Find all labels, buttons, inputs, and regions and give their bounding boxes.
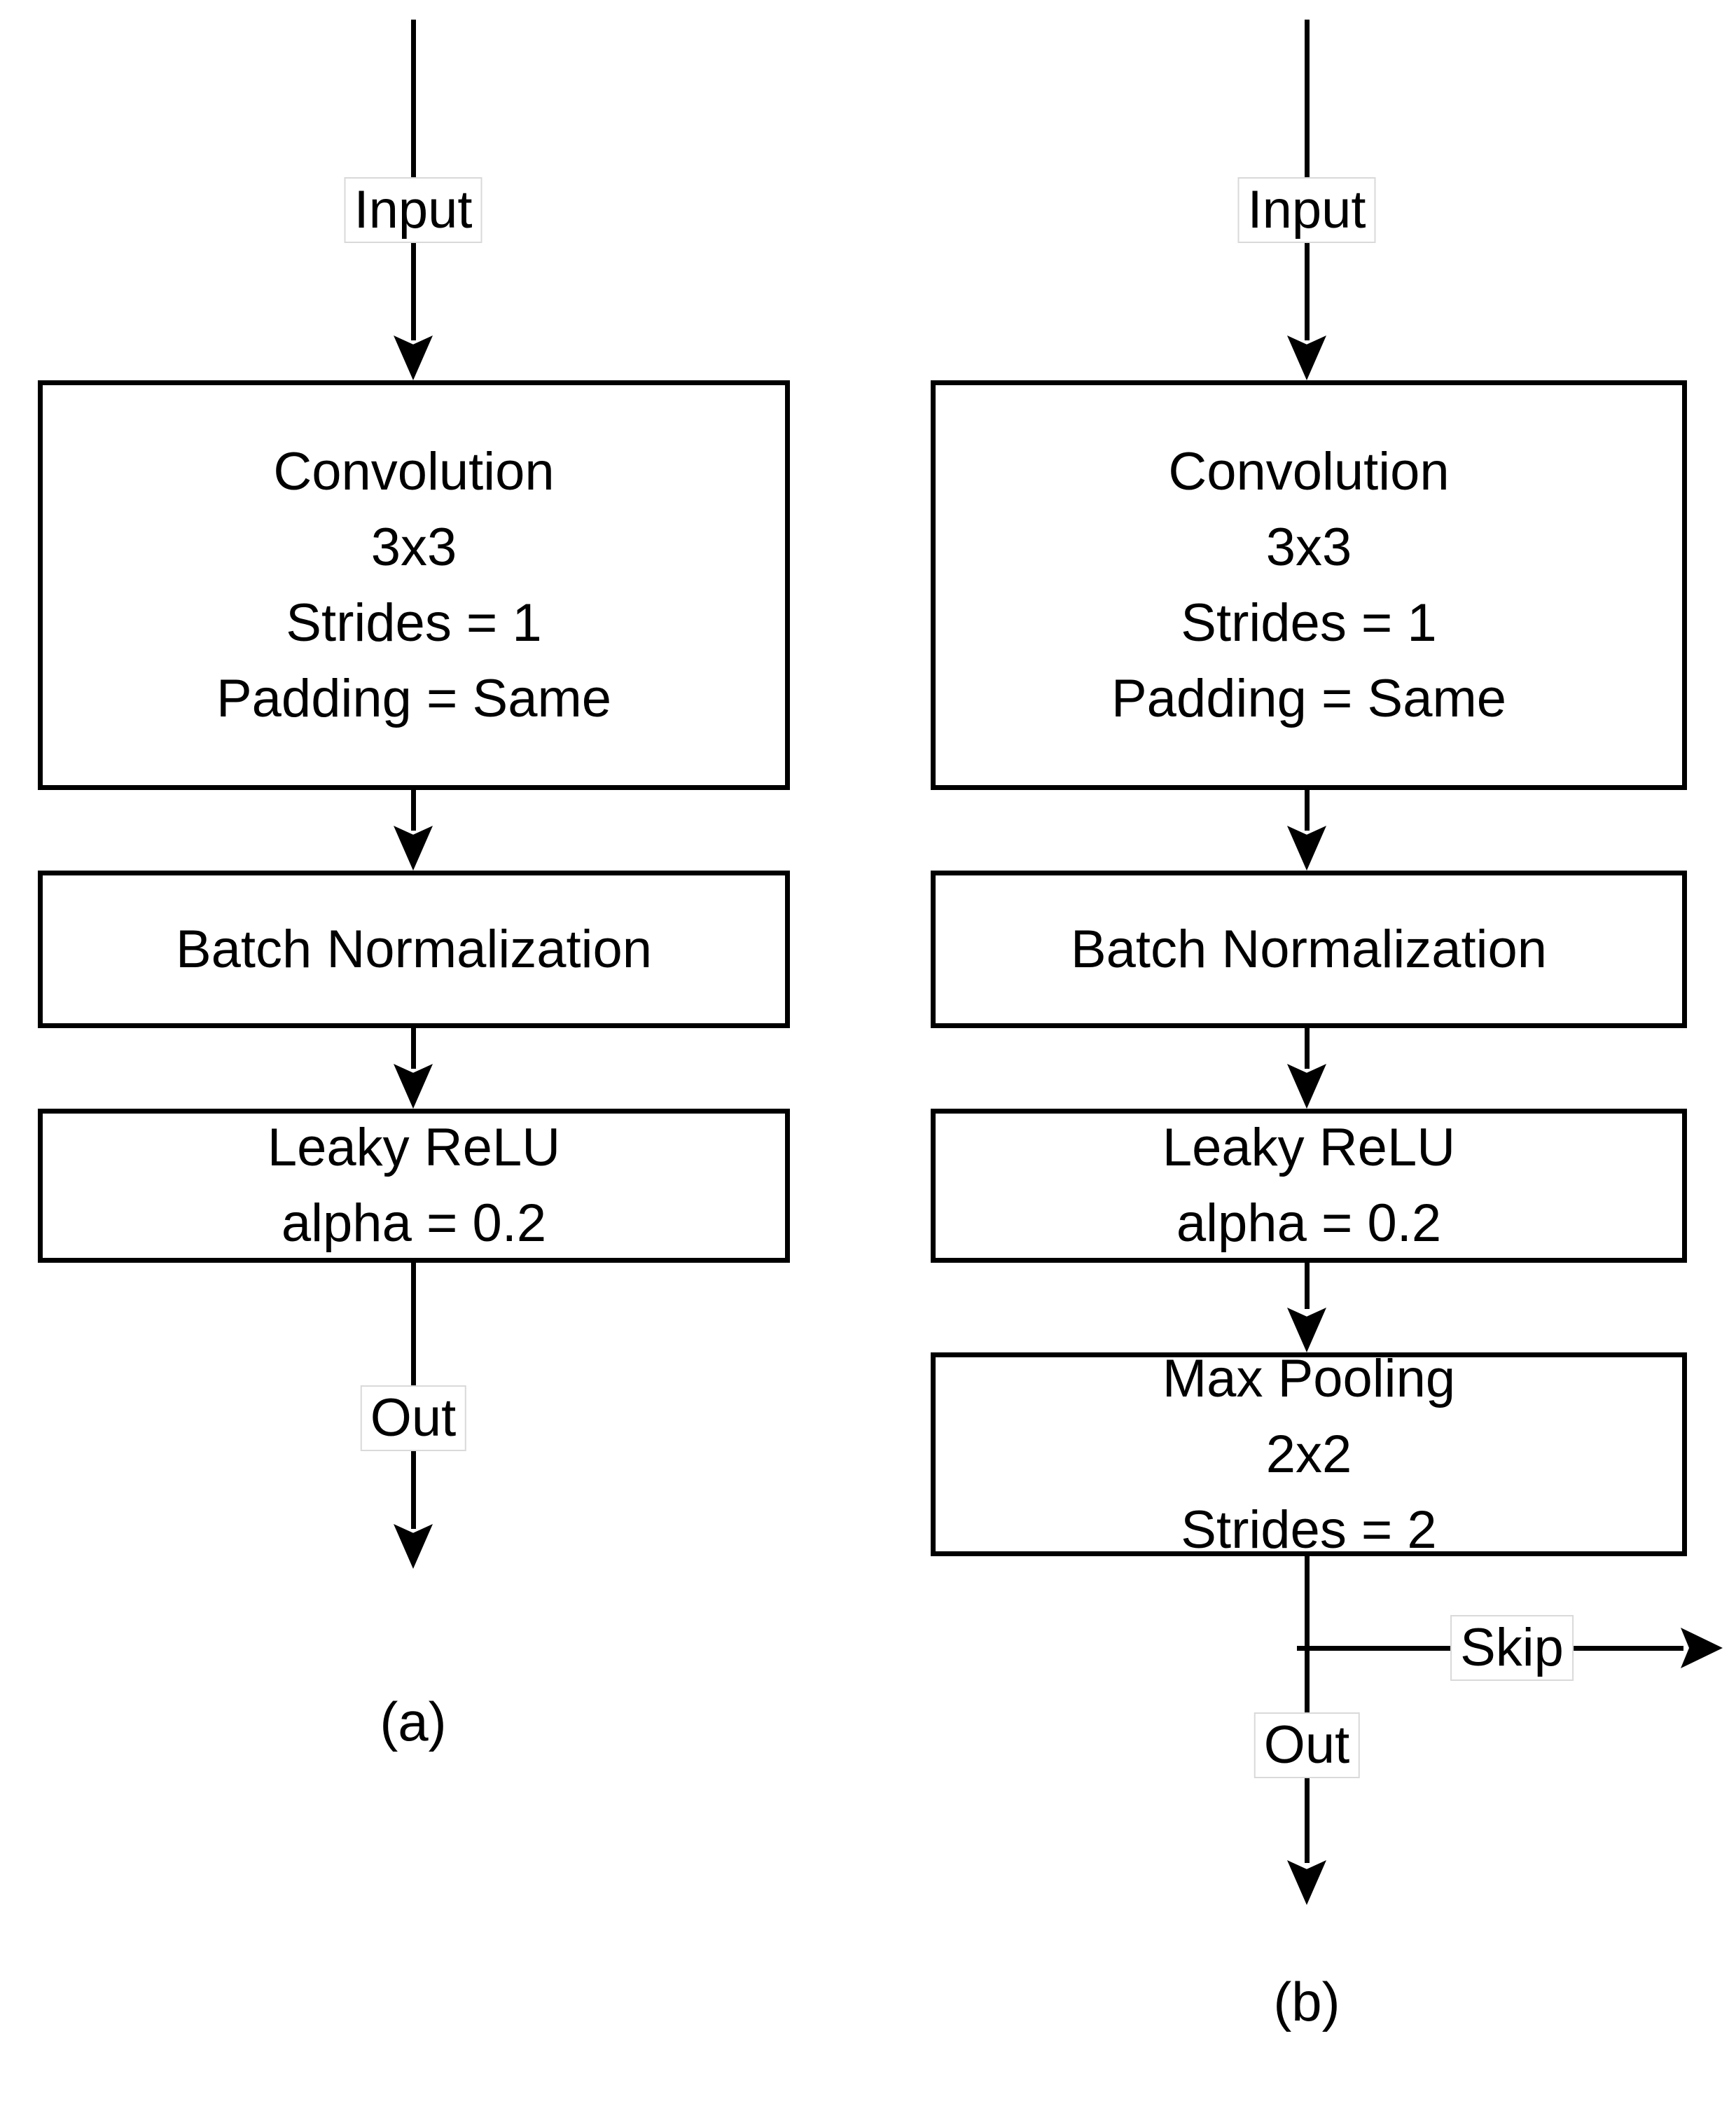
maxpool-block-b: Max Pooling 2x2 Strides = 2 bbox=[931, 1349, 1687, 1560]
block-text-line: Strides = 2 bbox=[1181, 1499, 1437, 1560]
block-text-line: Max Pooling bbox=[1162, 1348, 1456, 1408]
block-text-line: Convolution bbox=[1168, 441, 1450, 501]
block-text-line: Convolution bbox=[273, 441, 555, 501]
block-text-line: Leaky ReLU bbox=[267, 1118, 561, 1177]
flow-line-a bbox=[411, 790, 416, 831]
flow-line-b bbox=[1305, 790, 1310, 831]
arrowhead-down-icon bbox=[394, 1524, 433, 1569]
block-text-line: 3x3 bbox=[1265, 517, 1352, 577]
panel-a-caption: (a) bbox=[380, 1691, 447, 1752]
block-text-line: Strides = 1 bbox=[1181, 593, 1437, 653]
panel-b-caption: (b) bbox=[1273, 1971, 1340, 2032]
block-text-line: Leaky ReLU bbox=[1162, 1118, 1456, 1177]
input-label-a: Input bbox=[344, 177, 482, 243]
flow-line-out-b bbox=[1305, 1556, 1310, 1863]
block-text-line: Batch Normalization bbox=[175, 919, 653, 979]
block-text-line: alpha = 0.2 bbox=[1176, 1193, 1442, 1253]
arrowhead-down-icon bbox=[394, 826, 433, 871]
leakyrelu-block-a: Leaky ReLU alpha = 0.2 bbox=[38, 1109, 790, 1263]
convolution-block-a: Convolution 3x3 Strides = 1 Padding = Sa… bbox=[38, 380, 790, 790]
arrowhead-down-icon bbox=[1287, 335, 1326, 380]
block-text-line: Padding = Same bbox=[1111, 668, 1507, 728]
block-text-line: 3x3 bbox=[370, 517, 457, 577]
block-text-line: Batch Normalization bbox=[1070, 919, 1548, 979]
flow-line-b bbox=[1305, 1028, 1310, 1069]
skip-label-b: Skip bbox=[1450, 1615, 1574, 1681]
arrowhead-down-icon bbox=[394, 1064, 433, 1109]
convolution-block-b: Convolution 3x3 Strides = 1 Padding = Sa… bbox=[931, 380, 1687, 790]
leakyrelu-block-b: Leaky ReLU alpha = 0.2 bbox=[931, 1109, 1687, 1263]
out-label-a: Out bbox=[360, 1385, 466, 1451]
block-text-line: Padding = Same bbox=[216, 668, 612, 728]
block-text-line: alpha = 0.2 bbox=[281, 1193, 547, 1253]
block-text-line: Strides = 1 bbox=[286, 593, 542, 653]
block-text-line: 2x2 bbox=[1265, 1424, 1352, 1484]
batchnorm-block-a: Batch Normalization bbox=[38, 871, 790, 1028]
arrowhead-right-icon bbox=[1681, 1628, 1723, 1668]
arrowhead-down-icon bbox=[394, 335, 433, 380]
arrowhead-down-icon bbox=[1287, 826, 1326, 871]
arrowhead-down-icon bbox=[1287, 1064, 1326, 1109]
batchnorm-block-b: Batch Normalization bbox=[931, 871, 1687, 1028]
flow-line-b bbox=[1305, 1263, 1310, 1309]
input-label-b: Input bbox=[1237, 177, 1376, 243]
arrowhead-down-icon bbox=[1287, 1860, 1326, 1905]
out-label-b: Out bbox=[1254, 1712, 1360, 1778]
flow-line-a bbox=[411, 1028, 416, 1069]
